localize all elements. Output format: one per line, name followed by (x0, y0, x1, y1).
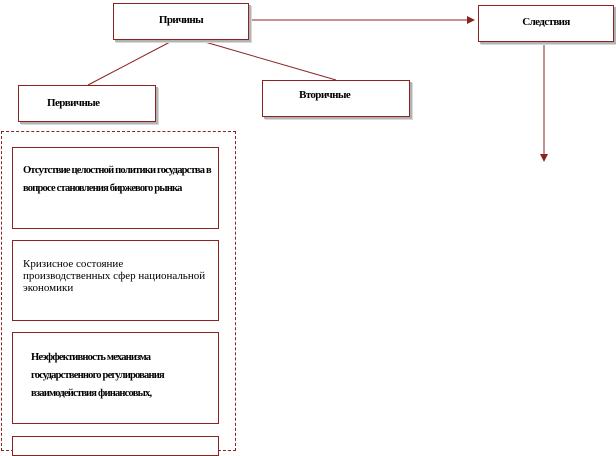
primary-cause-text: Неэффективность механизма государственно… (31, 352, 165, 399)
primary-causes-box: Первичные (18, 85, 156, 122)
primary-cause-item: Отсутствие целостной политики государств… (12, 147, 219, 229)
effects-box: Следствия (478, 5, 614, 42)
primary-cause-item (12, 436, 219, 456)
primary-cause-item: Неэффективность механизма государственно… (12, 332, 219, 424)
causes-title: Причины (158, 14, 204, 26)
secondary-label: Вторичные (299, 89, 351, 101)
secondary-causes-box: Вторичные (262, 80, 410, 117)
primary-label: Первичные (47, 97, 100, 109)
connector-lines (87, 16, 548, 162)
primary-cause-text: Отсутствие целостной политики государств… (23, 165, 212, 194)
effects-title: Следствия (522, 16, 570, 28)
line-causes-to-secondary (204, 41, 337, 81)
primary-cause-text: Кризисное состояние производственных сфе… (23, 258, 206, 294)
causes-box: Причины (113, 3, 249, 40)
primary-cause-item: Кризисное состояние производственных сфе… (12, 240, 219, 321)
line-causes-to-primary (87, 41, 171, 86)
